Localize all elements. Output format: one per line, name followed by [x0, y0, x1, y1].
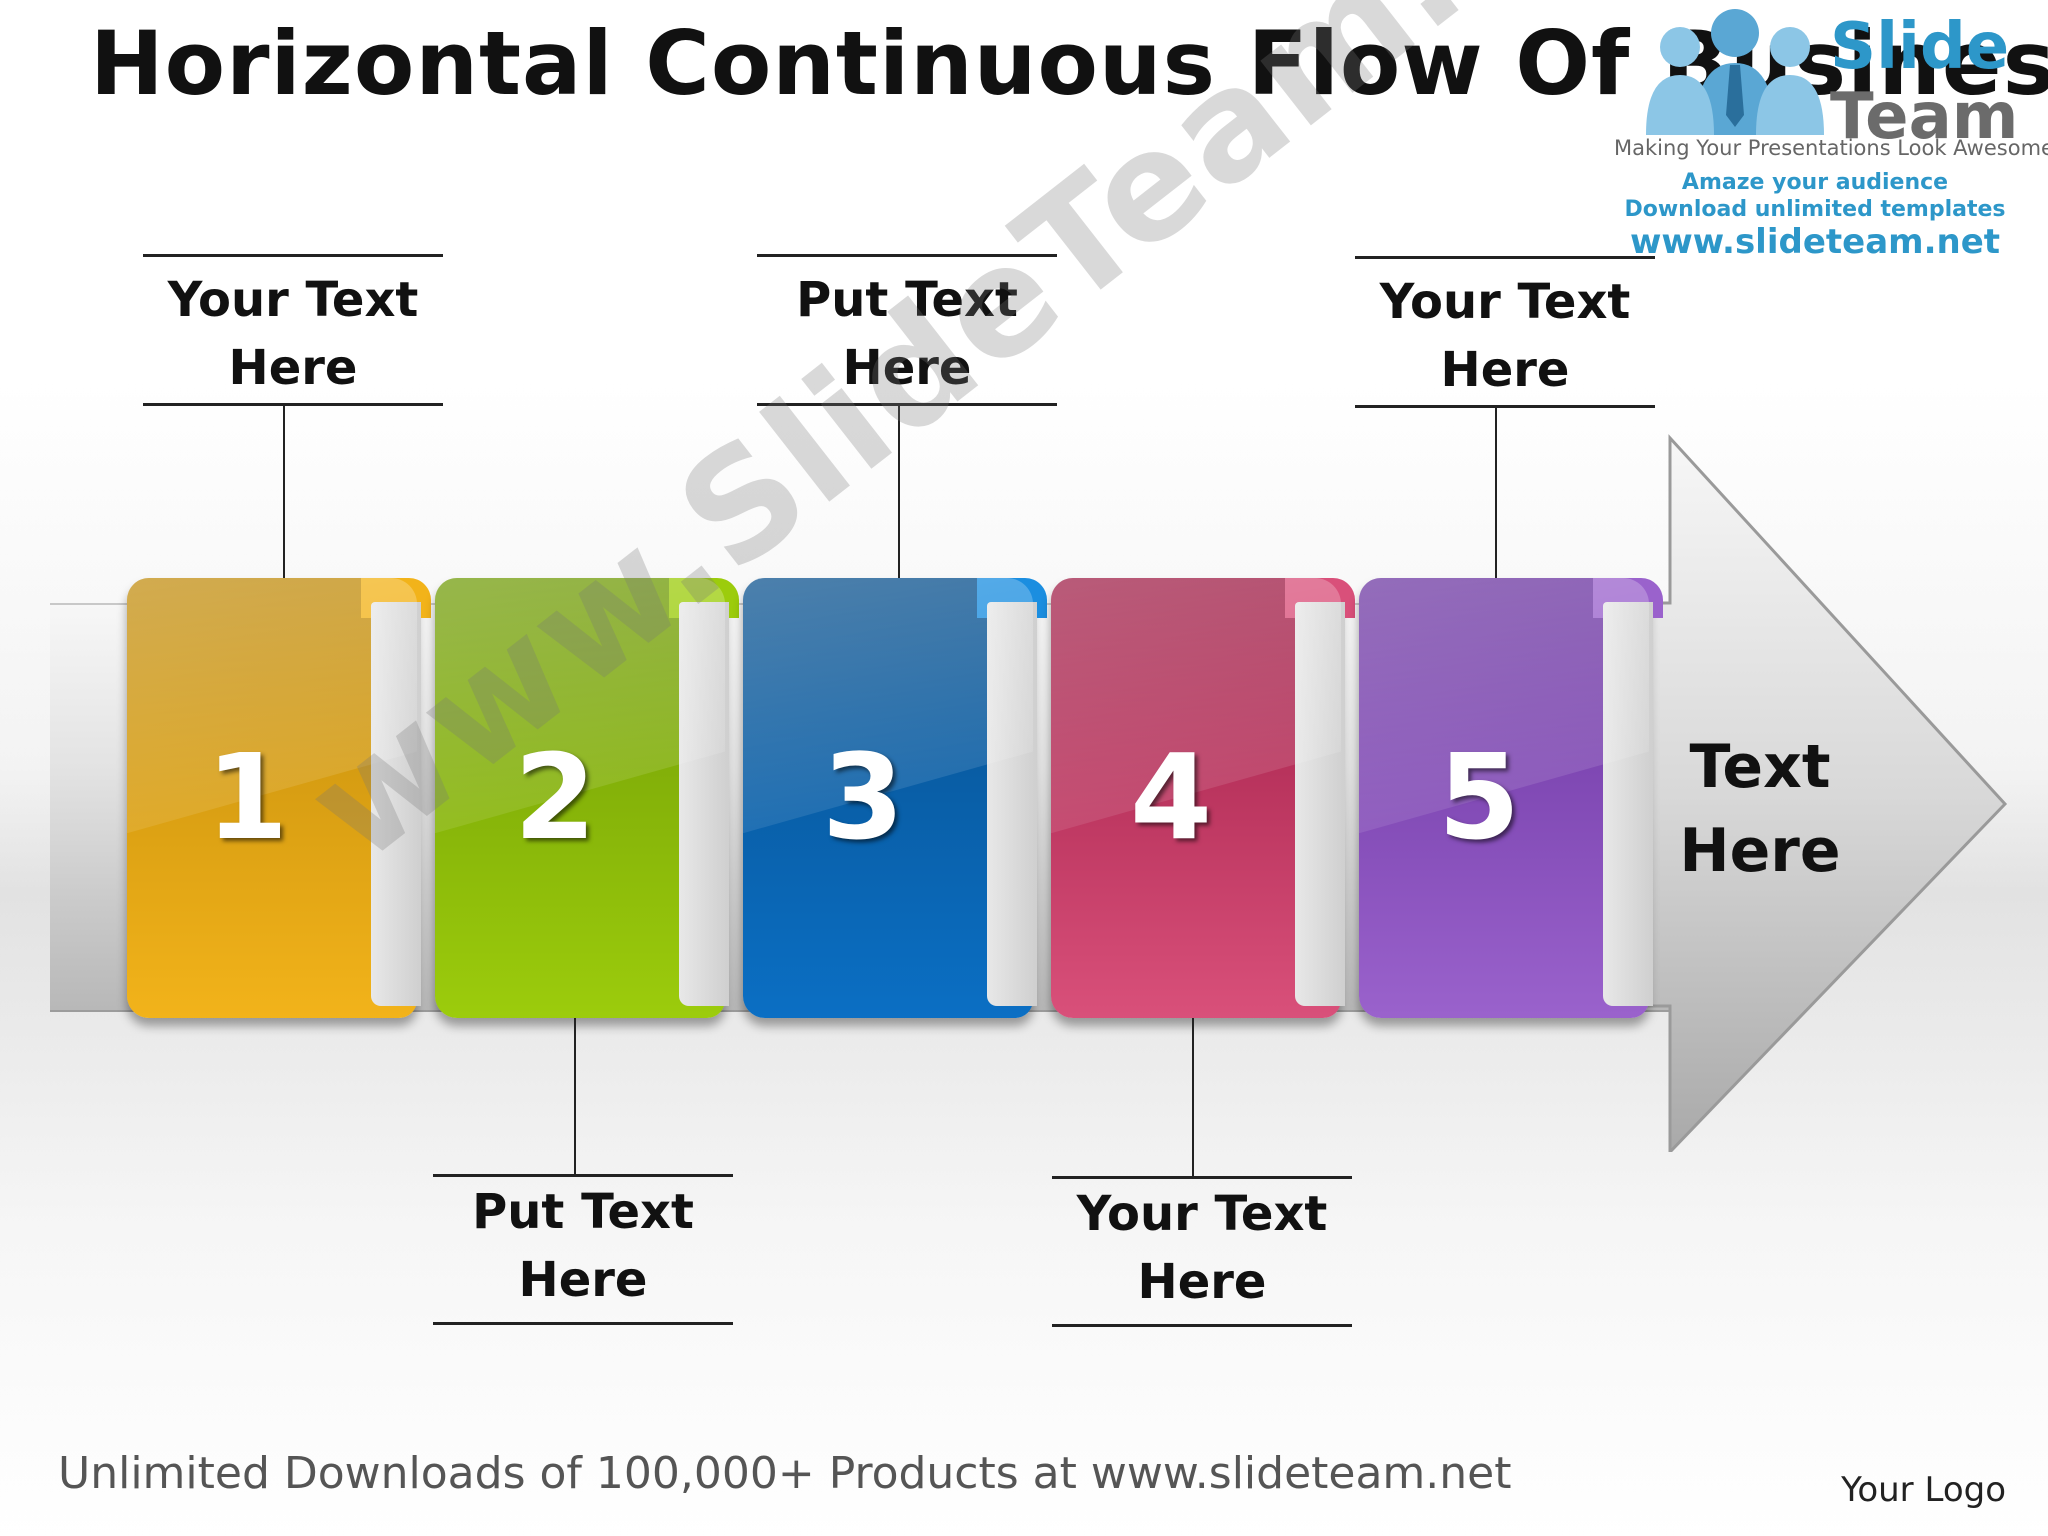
logo-amaze: Amaze your audience — [1681, 170, 1949, 195]
callout-connector — [898, 405, 900, 578]
callout-step-5[interactable]: Your Text Here — [1355, 268, 1655, 404]
step-number: 5 — [1437, 728, 1521, 866]
callout-line2: Here — [518, 1252, 648, 1308]
callout-rule — [143, 403, 443, 406]
callout-line2: Here — [1440, 342, 1570, 398]
logo-download: Download unlimited templates — [1624, 197, 2006, 222]
callout-connector — [1192, 1018, 1194, 1176]
callout-step-4[interactable]: Your Text Here — [1052, 1180, 1352, 1316]
people-icon — [1646, 9, 1824, 135]
callout-rule — [757, 403, 1057, 406]
callout-rule — [433, 1322, 733, 1325]
card-fold — [679, 602, 729, 1006]
step-card-1[interactable]: 1 — [127, 578, 431, 1018]
logo-brand-team: Team — [1830, 80, 2019, 154]
callout-rule — [1052, 1176, 1352, 1179]
logo-url[interactable]: www.slideteam.net — [1629, 222, 2001, 262]
callout-line1: Your Text — [167, 272, 419, 328]
arrow-text[interactable]: Text Here — [1640, 725, 1880, 893]
callout-rule — [433, 1174, 733, 1177]
logo-brand-slide: Slide — [1830, 10, 2010, 84]
callout-connector — [574, 1018, 576, 1174]
step-number: 2 — [513, 728, 597, 866]
callout-rule — [1355, 405, 1655, 408]
callout-line2: Here — [1137, 1254, 1267, 1310]
callout-line2: Here — [228, 340, 358, 396]
step-number: 4 — [1129, 728, 1213, 866]
arrow-text-line1: Text — [1689, 732, 1831, 802]
callout-step-1[interactable]: Your Text Here — [143, 266, 443, 402]
callout-rule — [757, 254, 1057, 257]
step-card-4[interactable]: 4 — [1051, 578, 1355, 1018]
callout-rule — [1355, 256, 1655, 259]
callout-connector — [283, 405, 285, 578]
card-fold — [987, 602, 1037, 1006]
callout-line1: Put Text — [472, 1184, 694, 1240]
callout-rule — [143, 254, 443, 257]
callout-step-2[interactable]: Put Text Here — [433, 1178, 733, 1314]
callout-line2: Here — [842, 340, 972, 396]
callout-line1: Your Text — [1076, 1186, 1328, 1242]
slideteam-logo: Slide Team Making Your Presentations Loo… — [1600, 0, 2048, 270]
logo-tagline: Making Your Presentations Look Awesome — [1614, 136, 2048, 160]
step-card-3[interactable]: 3 — [743, 578, 1047, 1018]
step-card-5[interactable]: 5 — [1359, 578, 1663, 1018]
step-card-2[interactable]: 2 — [435, 578, 739, 1018]
callout-line1: Put Text — [796, 272, 1018, 328]
footer-text: Unlimited Downloads of 100,000+ Products… — [58, 1448, 1512, 1499]
your-logo-placeholder[interactable]: Your Logo — [1841, 1470, 2006, 1510]
card-fold — [1603, 602, 1653, 1006]
arrow-text-line2: Here — [1679, 816, 1841, 886]
card-fold — [371, 602, 421, 1006]
callout-connector — [1495, 407, 1497, 578]
step-number: 1 — [205, 728, 289, 866]
callout-rule — [1052, 1324, 1352, 1327]
step-number: 3 — [821, 728, 905, 866]
callout-line1: Your Text — [1379, 274, 1631, 330]
callout-step-3[interactable]: Put Text Here — [757, 266, 1057, 402]
card-fold — [1295, 602, 1345, 1006]
